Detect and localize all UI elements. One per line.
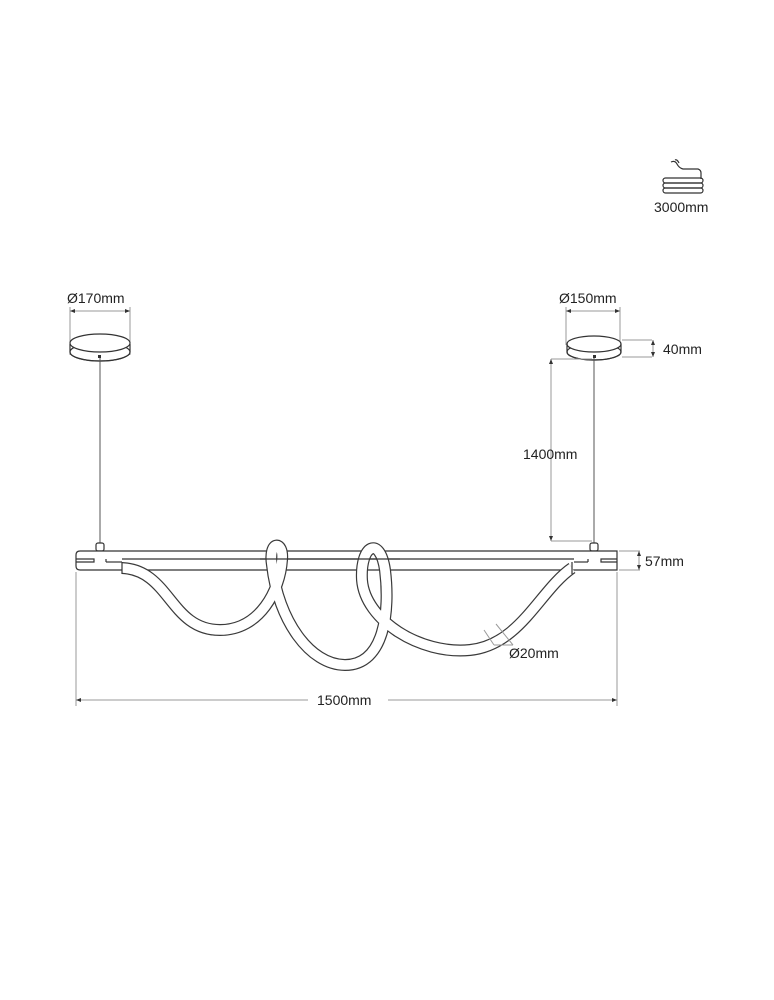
- canopy-height-label: 40mm: [663, 341, 702, 357]
- bar-height-dimension: [619, 550, 641, 571]
- cable-length-label: 3000mm: [654, 199, 709, 215]
- tube-diameter-label: Ø20mm: [509, 645, 559, 661]
- right-canopy-diameter-label: Ø150mm: [559, 290, 617, 306]
- right-wire-connector: [589, 542, 599, 552]
- tube-diameter-dimension: [483, 623, 514, 646]
- bar-height-label: 57mm: [645, 553, 684, 569]
- right-canopy-width-dimension: [565, 307, 621, 345]
- total-width-label: 1500mm: [317, 692, 372, 708]
- total-width-dimension: [75, 572, 618, 706]
- right-canopy: [566, 335, 622, 361]
- cable-coil-icon: [662, 159, 704, 194]
- led-tube: [121, 539, 576, 672]
- left-canopy: [69, 333, 131, 362]
- left-canopy-diameter-label: Ø170mm: [67, 290, 125, 306]
- canopy-height-dimension: [622, 339, 655, 358]
- suspension-length-dimension: [549, 358, 592, 542]
- lamp-bar: [75, 550, 618, 571]
- suspension-length-label: 1400mm: [523, 446, 578, 462]
- left-wire-connector: [95, 542, 105, 552]
